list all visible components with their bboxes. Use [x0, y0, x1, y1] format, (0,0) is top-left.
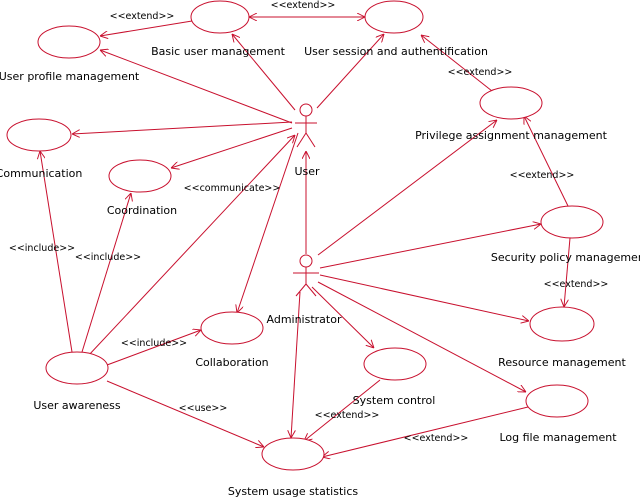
use-case-resource-management[interactable]: Resource management: [498, 306, 626, 369]
edge-awareness-communication-include: [40, 151, 73, 353]
actor-label: User: [294, 165, 320, 178]
actor-label: Administrator: [267, 313, 342, 326]
edge-user-session-authentification: [316, 34, 384, 109]
stereotype-extend: <<extend>>: [110, 11, 175, 22]
use-case-security-policy-management[interactable]: Security policy management: [491, 205, 640, 264]
edge-awareness-user-communicate: [87, 135, 295, 357]
edge-admin-resource-management: [319, 274, 529, 321]
actor-head: [299, 103, 313, 117]
edge-admin-security-policy: [319, 224, 541, 269]
actor-right-leg: [305, 283, 317, 297]
stereotype-include: <<include>>: [9, 243, 75, 254]
use-case-user-session-authentification[interactable]: User session and authentification: [304, 0, 488, 58]
use-case-communication[interactable]: Communication: [0, 118, 82, 180]
actor-administrator[interactable]: Administrator: [267, 254, 342, 326]
use-case-collaboration[interactable]: Collaboration: [195, 311, 269, 369]
use-case-label: Resource management: [498, 356, 626, 369]
use-case-label: Log file management: [499, 431, 617, 444]
stereotype-extend: <<extend>>: [404, 433, 469, 444]
use-case-user-awareness[interactable]: User awareness: [33, 351, 121, 412]
actor-right-leg: [305, 132, 316, 148]
use-case-coordination[interactable]: Coordination: [107, 159, 177, 217]
edge-privilege-to-session-extend: [421, 35, 493, 92]
use-case-label: Coordination: [107, 204, 177, 217]
use-case-label: System control: [353, 394, 436, 407]
use-case-label: User awareness: [33, 399, 121, 412]
use-case-privilege-assignment-management[interactable]: Privilege assignment management: [415, 86, 608, 142]
edge-admin-log-file-management: [317, 281, 526, 392]
edge-user-communication: [72, 121, 293, 134]
edge-security-to-privilege-extend: [524, 116, 569, 207]
stereotype-use: <<use>>: [179, 403, 228, 414]
use-case-label: Communication: [0, 167, 82, 180]
edge-admin-privilege: [317, 120, 497, 256]
stereotype-extend: <<extend>>: [448, 67, 513, 78]
use-case-log-file-management[interactable]: Log file management: [499, 384, 617, 444]
edge-basic-to-profile-extend: [100, 20, 193, 36]
actor-user[interactable]: User: [294, 103, 320, 178]
stereotype-include: <<include>>: [121, 338, 187, 349]
stereotype-extend: <<extend>>: [544, 279, 609, 290]
edge-awareness-collaboration-include: [106, 330, 201, 366]
use-case-label: User session and authentification: [304, 45, 488, 58]
use-case-label: User profile management: [0, 70, 140, 83]
edge-awareness-coordination-include: [81, 193, 131, 353]
edge-admin-system-usage-statistics: [291, 291, 301, 438]
edge-user-collaboration: [237, 132, 299, 313]
use-case-label: Security policy management: [491, 251, 640, 264]
use-case-label: System usage statistics: [228, 485, 359, 498]
use-case-basic-user-management[interactable]: Basic user management: [151, 0, 286, 58]
stereotype-communicate: <<communicate>>: [184, 183, 281, 194]
use-case-label: Collaboration: [195, 356, 268, 369]
stereotype-extend: <<extend>>: [510, 170, 575, 181]
stereotype-include: <<include>>: [75, 252, 141, 263]
edge-admin-system-control: [311, 286, 374, 348]
actor-left-leg: [296, 132, 307, 148]
edges: [40, 17, 571, 457]
stereotype-extend: <<extend>>: [315, 410, 380, 421]
edge-log-file-statistics-extend: [322, 406, 529, 457]
edge-awareness-statistics-use: [106, 380, 264, 447]
stereotype-labels: <<extend>> <<extend>> <<extend>> <<exten…: [9, 0, 609, 444]
edge-user-profile-management: [100, 50, 293, 124]
stereotype-extend: <<extend>>: [271, 0, 336, 11]
actor-head: [299, 254, 313, 268]
actor-left-leg: [295, 283, 307, 297]
use-case-system-control[interactable]: System control: [353, 347, 436, 407]
use-case-label: Basic user management: [151, 45, 285, 58]
edge-system-control-statistics-extend: [304, 379, 381, 441]
use-case-system-usage-statistics[interactable]: System usage statistics: [228, 437, 359, 498]
edge-security-to-resource-extend: [564, 237, 571, 307]
edge-user-coordination: [171, 127, 293, 168]
use-case-user-profile-management[interactable]: User profile management: [0, 25, 140, 83]
use-case-label: Privilege assignment management: [415, 129, 608, 142]
edge-user-basic-user-management: [232, 34, 296, 111]
